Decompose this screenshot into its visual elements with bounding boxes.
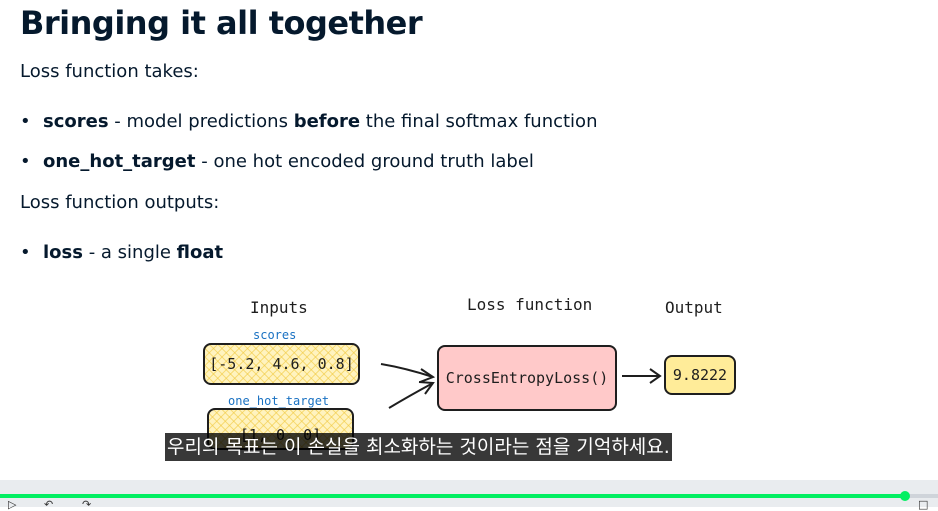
bullet-text: - one hot encoded ground truth label [195, 151, 534, 172]
slide: Bringing it all together Loss function t… [20, 4, 755, 470]
bullet-term: one_hot_target [43, 151, 196, 172]
takes-label: Loss function takes: [20, 61, 199, 82]
output-arrow [622, 368, 662, 384]
bullet-strong: float [176, 242, 224, 263]
bullet-one-hot-target: • one_hot_target - one hot encoded ground… [20, 151, 534, 172]
loss-function-title: Loss function [467, 295, 593, 314]
play-icon[interactable]: ▷ [8, 498, 17, 511]
outputs-label: Loss function outputs: [20, 192, 220, 213]
bullet-term: scores [43, 111, 109, 132]
rewind-icon[interactable]: ↶ [44, 498, 54, 511]
output-box: 9.8222 [664, 355, 736, 395]
bullet-dot-icon: • [20, 242, 31, 263]
scores-label: scores [253, 328, 297, 342]
bullet-text-end: the final softmax function [360, 111, 598, 132]
forward-icon[interactable]: ↷ [82, 498, 92, 511]
one-hot-target-label: one_hot_target [228, 394, 330, 408]
output-title: Output [665, 298, 723, 317]
progress-fill [0, 494, 906, 498]
input-arrows [380, 363, 436, 409]
bullet-dot-icon: • [20, 111, 31, 132]
video-player-controls: ▷ ↶ ↷ □ [0, 480, 938, 511]
bullet-text: - model predictions [108, 111, 294, 132]
arrow-head-icon [418, 381, 435, 395]
bullet-loss: • loss - a single float [20, 242, 223, 263]
arrow-target [388, 382, 434, 409]
arrow-head-icon [649, 368, 662, 384]
bullet-strong: before [293, 111, 361, 132]
bullet-dot-icon: • [20, 151, 31, 172]
video-subtitle: 우리의 목표는 이 손실을 최소화하는 것이라는 점을 기억하세요. [165, 433, 672, 461]
inputs-title: Inputs [250, 298, 308, 317]
arrow-head-icon [419, 368, 436, 383]
bullet-scores: • scores - model predictions before the f… [20, 111, 597, 132]
bullet-text: - a single [82, 242, 177, 263]
function-box: CrossEntropyLoss() [437, 345, 617, 411]
bullet-term: loss [43, 242, 83, 263]
fullscreen-icon[interactable]: □ [918, 498, 929, 511]
slide-title: Bringing it all together [20, 4, 423, 42]
loss-diagram: Inputs Loss function Output scores [-5.2… [195, 290, 755, 470]
progress-handle[interactable] [900, 491, 911, 501]
scores-box: [-5.2, 4.6, 0.8] [203, 343, 360, 385]
arrow-scores [380, 363, 434, 378]
